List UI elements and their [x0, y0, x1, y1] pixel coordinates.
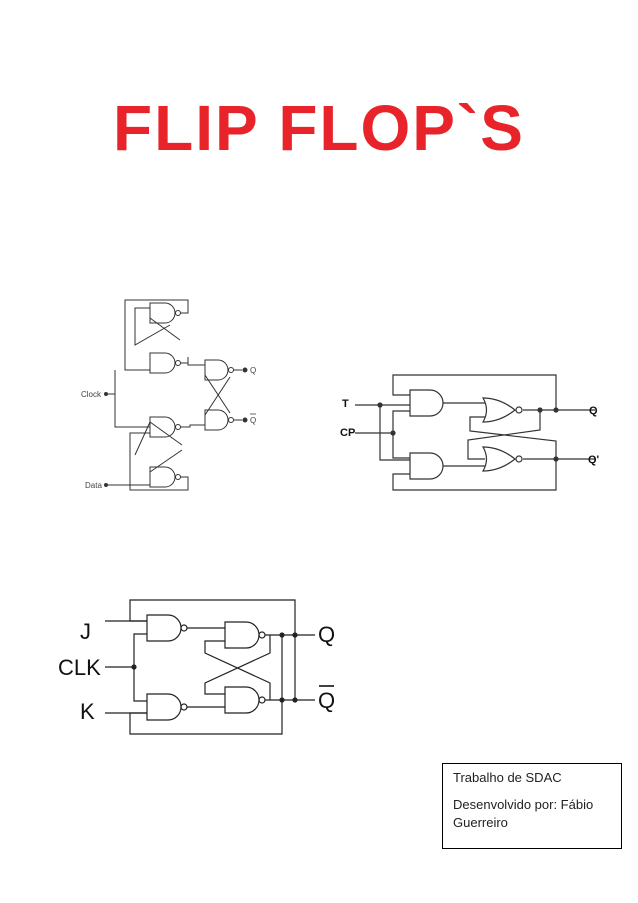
and-gate — [409, 389, 444, 417]
q-bar-output-label: Q — [250, 416, 256, 425]
q-prime-output-label: Q' — [588, 454, 600, 466]
course-text: Trabalho de SDAC — [453, 770, 562, 785]
credit-box: Trabalho de SDAC Desenvolvido por: Fábio… — [442, 763, 622, 849]
d-flipflop-diagram: Clock Data Q Q — [70, 295, 270, 495]
k-input-label: K — [80, 699, 95, 724]
jk-flipflop-diagram: J CLK K Q Q — [50, 595, 350, 740]
q-output-label: Q — [318, 622, 335, 647]
t-input-label: T — [342, 398, 349, 410]
and-gate — [409, 452, 444, 480]
cp-input-label: CP — [340, 427, 355, 439]
document-title: FLIP FLOP`S — [113, 92, 525, 164]
clk-input-label: CLK — [58, 655, 101, 680]
t-flipflop-diagram: T CP Q Q' — [330, 365, 620, 495]
author-name-text: Guerreiro — [453, 815, 508, 830]
nor-gate — [481, 446, 523, 472]
nor-gate — [481, 397, 523, 423]
author-text: Desenvolvido por: Fábio — [453, 797, 594, 812]
j-input-label: J — [80, 619, 91, 644]
q-output-label: Q — [589, 405, 598, 417]
q-bar-output-label: Q — [318, 688, 335, 713]
q-output-label: Q — [250, 366, 256, 375]
data-label: Data — [85, 481, 102, 490]
clock-label: Clock — [81, 390, 102, 399]
